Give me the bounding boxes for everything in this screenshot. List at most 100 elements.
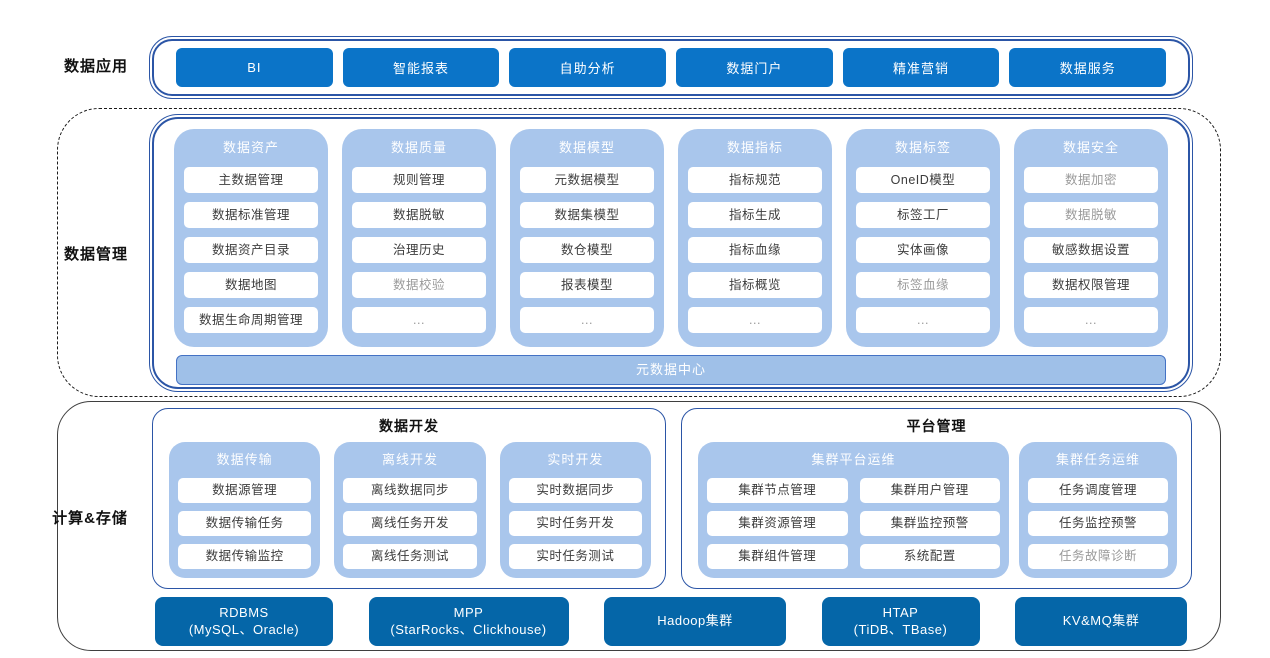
module-item: 离线数据同步 xyxy=(343,478,477,503)
module-item: 指标概览 xyxy=(688,272,822,298)
storage-button-line: Hadoop集群 xyxy=(657,613,733,629)
module-item: 离线任务测试 xyxy=(343,544,477,569)
module-item: 数据加密 xyxy=(1024,167,1158,193)
app-button: 自助分析 xyxy=(509,48,667,87)
module-item: OneID模型 xyxy=(856,167,990,193)
column-header: 实时开发 xyxy=(547,452,604,467)
storage-button-line: KV&MQ集群 xyxy=(1062,613,1140,629)
module-item: ... xyxy=(688,307,822,333)
module-item: 敏感数据设置 xyxy=(1024,237,1158,263)
storage-button-line: (StarRocks、Clickhouse) xyxy=(390,621,547,637)
column-header: 数据模型 xyxy=(558,140,615,155)
module-item: 数据权限管理 xyxy=(1024,272,1158,298)
module-item: 实时任务开发 xyxy=(508,511,642,536)
management-columns: 数据资产主数据管理数据标准管理数据资产目录数据地图数据生命周期管理 数据质量规则管… xyxy=(174,129,1168,347)
app-button: 数据门户 xyxy=(676,48,833,87)
management-column: 数据模型元数据模型数据集模型数仓模型报表模型... xyxy=(510,129,664,347)
management-column: 数据标签 OneID模型标签工厂实体画像标签血缘... xyxy=(846,129,1000,347)
module-item: 数据脱敏 xyxy=(1024,202,1158,228)
storage-engine-button: HTAP(TiDB、TBase) xyxy=(821,597,980,646)
storage-engine-button: Hadoop集群 xyxy=(604,597,786,646)
platform-management-columns: 集群平台运维集群节点管理集群用户管理集群资源管理集群监控预警集群组件管理系统配置… xyxy=(698,442,1177,578)
module-item: 指标规范 xyxy=(688,167,822,193)
storage-button-line: RDBMS xyxy=(219,604,269,620)
module-item: 集群资源管理 xyxy=(707,511,848,536)
module-item: 实时数据同步 xyxy=(508,478,642,503)
storage-button-line: (MySQL、Oracle) xyxy=(188,621,300,637)
module-item: 任务故障诊断 xyxy=(1028,544,1168,569)
storage-engine-button: MPP(StarRocks、Clickhouse) xyxy=(368,597,569,646)
module-item: ... xyxy=(352,307,486,333)
module-item: 元数据模型 xyxy=(520,167,654,193)
module-item: 数据地图 xyxy=(184,272,318,298)
subgroup-column: 集群任务运维任务调度管理任务监控预警任务故障诊断 xyxy=(1019,442,1177,578)
module-item: 任务监控预警 xyxy=(1028,511,1168,536)
data-management-container: 数据资产主数据管理数据标准管理数据资产目录数据地图数据生命周期管理 数据质量规则管… xyxy=(148,113,1194,393)
module-item: 数据资产目录 xyxy=(184,237,318,263)
app-button: 数据服务 xyxy=(1009,48,1167,87)
module-item: 报表模型 xyxy=(520,272,654,298)
platform-management-group: 平台管理 集群平台运维集群节点管理集群用户管理集群资源管理集群监控预警集群组件管… xyxy=(681,408,1192,589)
management-column: 数据指标指标规范指标生成指标血缘指标概览... xyxy=(678,129,832,347)
layer-label-data-application: 数据应用 xyxy=(63,58,128,75)
module-item: 数仓模型 xyxy=(520,237,654,263)
module-item: 指标生成 xyxy=(688,202,822,228)
module-item: ... xyxy=(856,307,990,333)
management-column: 数据质量规则管理数据脱敏治理历史数据校验... xyxy=(342,129,496,347)
module-item: 数据集模型 xyxy=(520,202,654,228)
data-management-dashed-frame xyxy=(57,108,1221,397)
data-development-group: 数据开发 数据传输数据源管理数据传输任务数据传输监控 离线开发离线数据同步离线任务… xyxy=(152,408,666,589)
module-item: 实时任务测试 xyxy=(508,544,642,569)
subgroup-column: 实时开发实时数据同步实时任务开发实时任务测试 xyxy=(499,442,651,578)
management-column: 数据资产主数据管理数据标准管理数据资产目录数据地图数据生命周期管理 xyxy=(174,129,328,347)
group-title-data-development: 数据开发 xyxy=(379,418,439,434)
storage-button-line: (TiDB、TBase) xyxy=(853,621,948,637)
app-button: 精准营销 xyxy=(842,48,1000,87)
module-item: 标签血缘 xyxy=(856,272,990,298)
subgroup-column: 数据传输数据源管理数据传输任务数据传输监控 xyxy=(169,442,321,578)
module-item: 集群组件管理 xyxy=(707,544,848,569)
module-item: 任务调度管理 xyxy=(1028,478,1168,503)
column-header: 数据标签 xyxy=(894,140,951,155)
layer-label-data-management: 数据管理 xyxy=(63,246,128,263)
storage-engine-button: RDBMS(MySQL、Oracle) xyxy=(155,597,333,646)
column-header: 数据资产 xyxy=(222,140,279,155)
module-item: 实体画像 xyxy=(856,237,990,263)
module-item: 系统配置 xyxy=(859,544,1000,569)
module-item: 数据传输任务 xyxy=(178,511,312,536)
module-item: 数据源管理 xyxy=(178,478,312,503)
column-header: 数据传输 xyxy=(216,452,273,467)
module-item: 集群监控预警 xyxy=(859,511,1000,536)
module-item: 数据生命周期管理 xyxy=(184,307,318,333)
module-item: 规则管理 xyxy=(352,167,486,193)
storage-engines-row: RDBMS(MySQL、Oracle) MPP(StarRocks、Clickho… xyxy=(155,597,1187,646)
module-item: 数据校验 xyxy=(352,272,486,298)
module-item: 标签工厂 xyxy=(856,202,990,228)
column-header: 数据质量 xyxy=(390,140,447,155)
layer-label-compute-storage: 计算&存储 xyxy=(52,510,128,527)
module-item: 主数据管理 xyxy=(184,167,318,193)
item-grid: 集群节点管理集群用户管理集群资源管理集群监控预警集群组件管理系统配置 xyxy=(707,478,1000,569)
group-title-platform-management: 平台管理 xyxy=(906,418,967,434)
column-header: 集群平台运维 xyxy=(811,452,896,467)
storage-button-line: MPP xyxy=(453,604,484,620)
module-item: ... xyxy=(1024,307,1158,333)
subgroup-column: 离线开发离线数据同步离线任务开发离线任务测试 xyxy=(334,442,486,578)
app-button: BI xyxy=(176,48,333,87)
management-column: 数据安全数据加密数据脱敏敏感数据设置数据权限管理... xyxy=(1014,129,1168,347)
module-item: ... xyxy=(520,307,654,333)
column-header: 离线开发 xyxy=(381,452,438,467)
module-item: 数据传输监控 xyxy=(178,544,312,569)
module-item: 集群用户管理 xyxy=(859,478,1000,503)
column-header: 数据安全 xyxy=(1062,140,1119,155)
module-item: 集群节点管理 xyxy=(707,478,848,503)
module-item: 数据标准管理 xyxy=(184,202,318,228)
compute-storage-frame xyxy=(57,401,1221,651)
module-item: 指标血缘 xyxy=(688,237,822,263)
subgroup-column: 集群平台运维集群节点管理集群用户管理集群资源管理集群监控预警集群组件管理系统配置 xyxy=(698,442,1009,578)
column-header: 集群任务运维 xyxy=(1055,452,1140,467)
storage-button-line: HTAP xyxy=(882,604,919,620)
module-item: 治理历史 xyxy=(352,237,486,263)
